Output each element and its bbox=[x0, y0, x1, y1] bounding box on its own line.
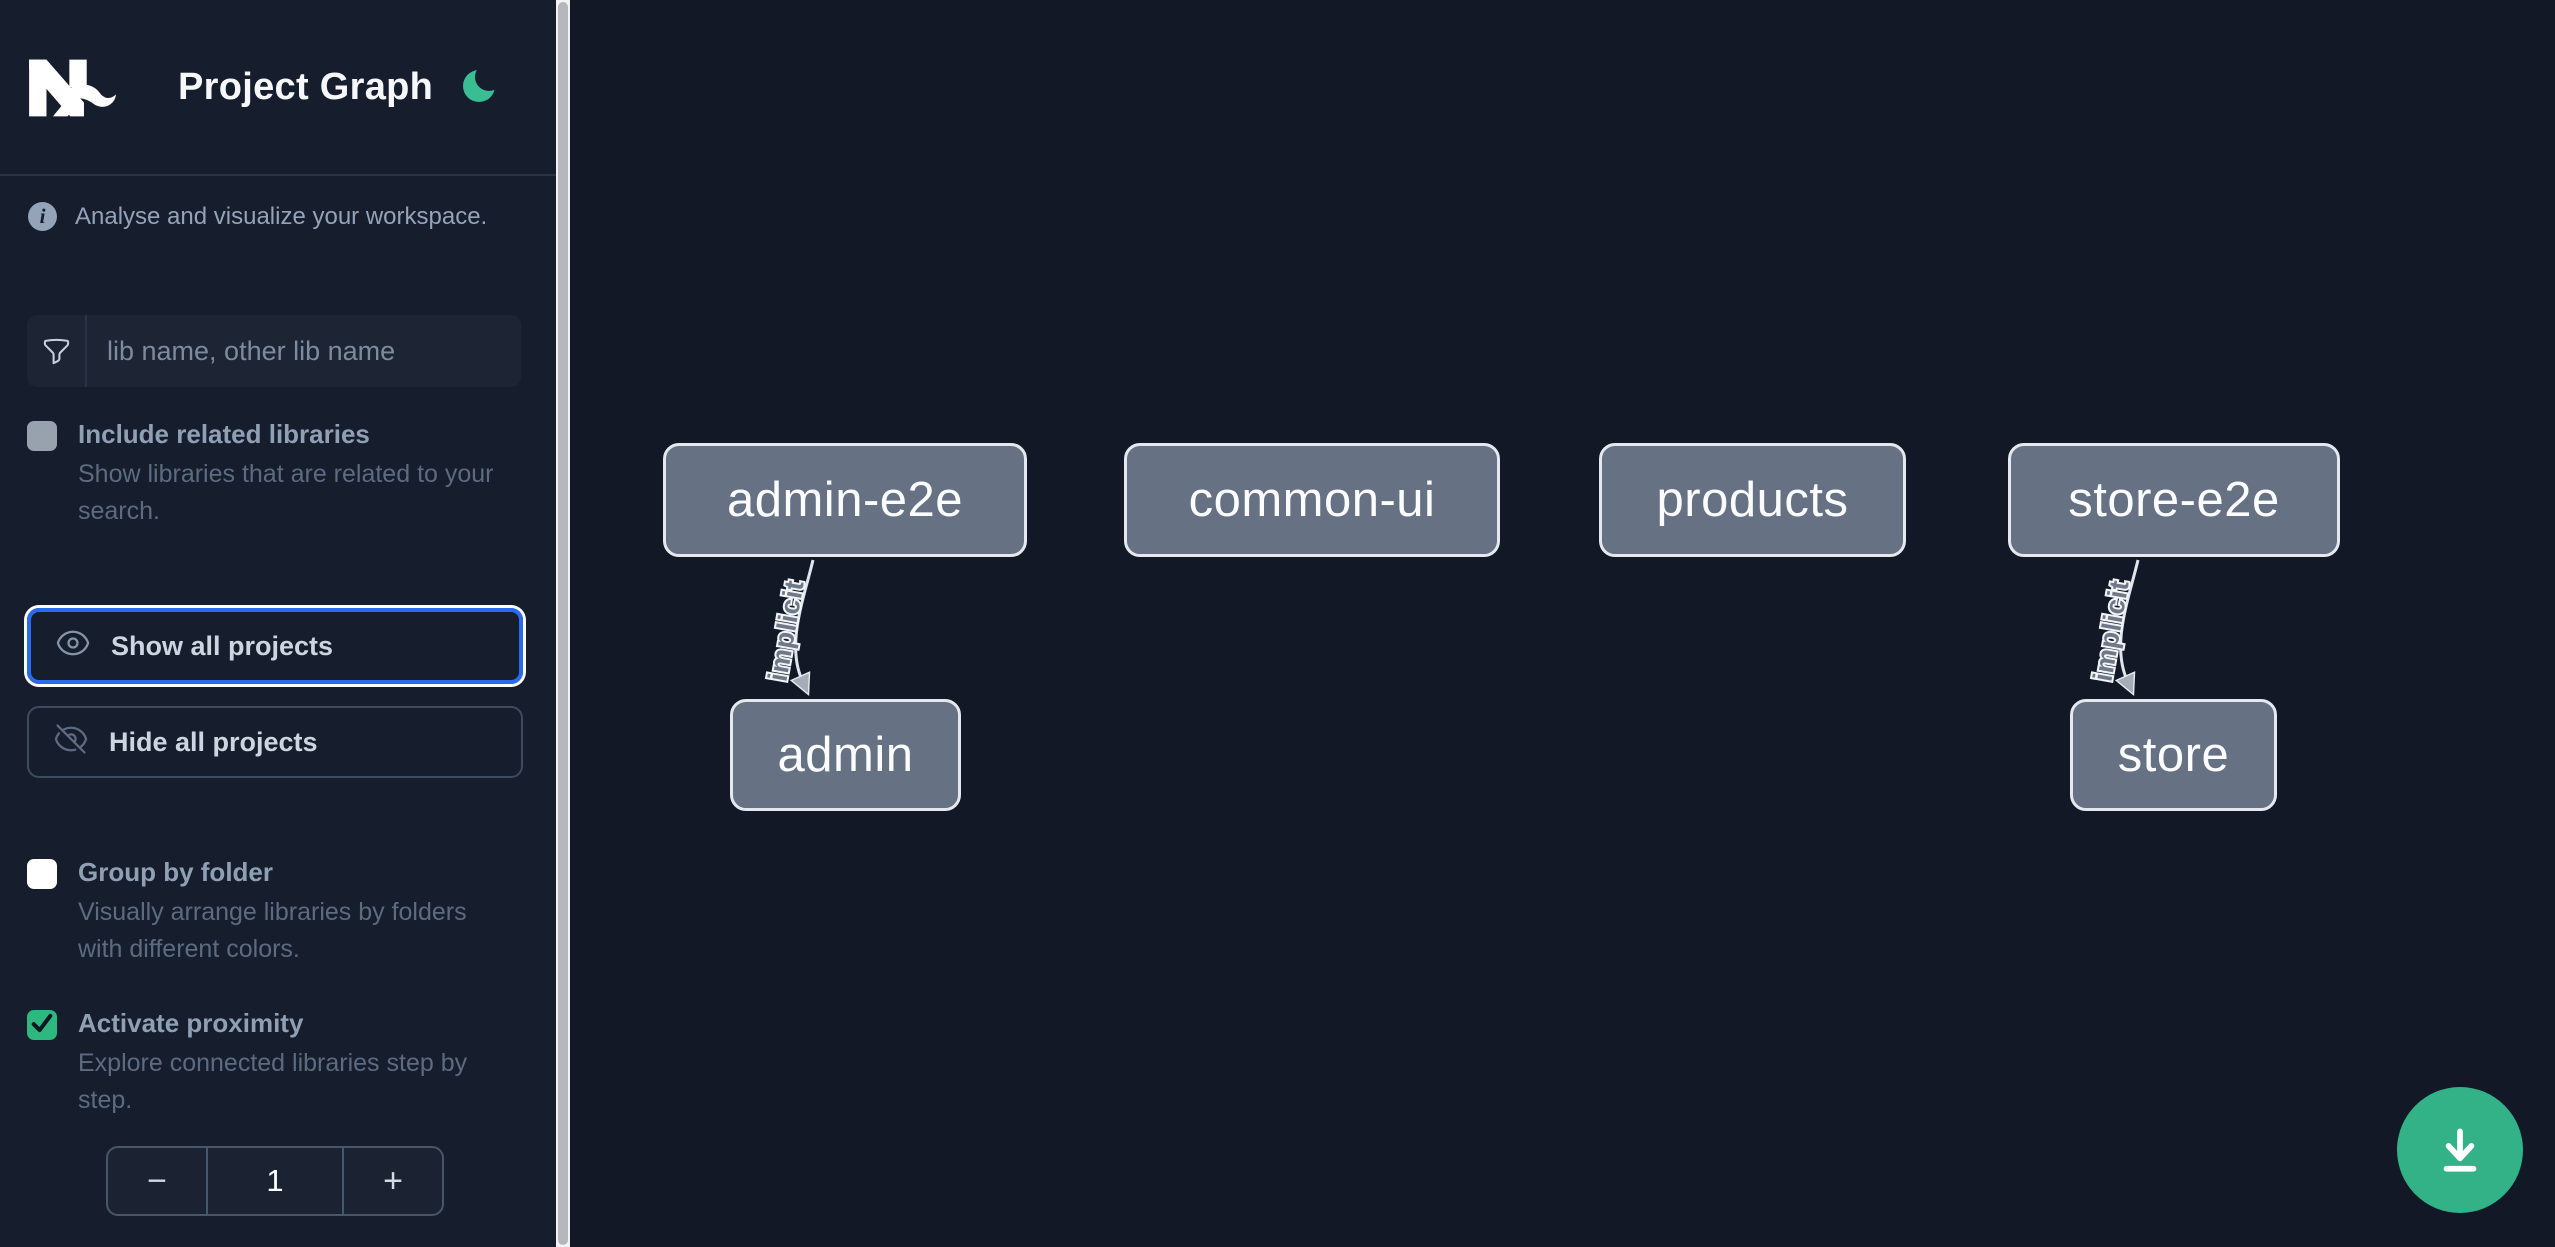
hide-all-projects-label: Hide all projects bbox=[109, 726, 318, 757]
edge-store-e2e-to-store bbox=[2114, 559, 2140, 697]
eye-slash-icon bbox=[53, 721, 89, 764]
funnel-icon bbox=[27, 315, 87, 387]
graph-node-products[interactable]: products bbox=[1599, 443, 1906, 557]
scrollbar-thumb[interactable] bbox=[558, 2, 568, 1245]
graph-node-store-e2e[interactable]: store-e2e bbox=[2008, 443, 2340, 557]
group-by-folder-checkbox[interactable] bbox=[27, 859, 57, 889]
graph-canvas[interactable]: implicit implicit admin-e2e common-ui pr… bbox=[570, 0, 2555, 1247]
graph-node-common-ui[interactable]: common-ui bbox=[1124, 443, 1500, 557]
tagline-text: Analyse and visualize your workspace. bbox=[75, 202, 488, 230]
search-box bbox=[27, 315, 521, 387]
hide-all-projects-button[interactable]: Hide all projects bbox=[27, 706, 523, 778]
show-all-projects-button[interactable]: Show all projects bbox=[27, 608, 523, 684]
option-include-related: Include related libraries Show libraries… bbox=[27, 416, 528, 530]
sidebar-scrollbar[interactable] bbox=[556, 0, 570, 1247]
option-label[interactable]: Include related libraries bbox=[78, 419, 370, 449]
info-icon: i bbox=[28, 202, 57, 231]
moon-icon bbox=[459, 69, 503, 110]
graph-node-admin-e2e[interactable]: admin-e2e bbox=[663, 443, 1027, 557]
nx-logo-icon[interactable] bbox=[26, 56, 120, 120]
eye-icon bbox=[55, 625, 91, 668]
option-group-by-folder: Group by folder Visually arrange librari… bbox=[27, 854, 476, 968]
option-label[interactable]: Group by folder bbox=[78, 857, 273, 887]
graph-node-store[interactable]: store bbox=[2070, 699, 2277, 811]
include-related-checkbox[interactable] bbox=[27, 421, 57, 451]
download-icon bbox=[2433, 1122, 2487, 1179]
option-activate-proximity: Activate proximity Explore connected lib… bbox=[27, 1005, 506, 1119]
option-label[interactable]: Activate proximity bbox=[78, 1008, 304, 1038]
theme-toggle-button[interactable] bbox=[455, 60, 507, 112]
option-description: Show libraries that are related to your … bbox=[78, 460, 494, 525]
activate-proximity-checkbox[interactable] bbox=[27, 1010, 57, 1040]
show-all-projects-label: Show all projects bbox=[111, 630, 334, 661]
check-icon bbox=[29, 1010, 55, 1041]
edge-admin-e2e-to-admin bbox=[789, 559, 815, 697]
filter-input[interactable] bbox=[87, 315, 521, 387]
edge-label-implicit: implicit bbox=[2087, 577, 2134, 683]
option-description: Explore connected libraries step by step… bbox=[78, 1049, 468, 1114]
graph-node-admin[interactable]: admin bbox=[730, 699, 961, 811]
option-description: Visually arrange libraries by folders wi… bbox=[78, 898, 467, 963]
page-title: Project Graph bbox=[178, 66, 434, 108]
proximity-depth-stepper: − 1 + bbox=[106, 1146, 444, 1216]
graph-edges: implicit implicit bbox=[760, 559, 2140, 697]
decrement-button[interactable]: − bbox=[108, 1148, 206, 1214]
workspace-info-row: i Analyse and visualize your workspace. bbox=[28, 202, 487, 231]
edge-label-implicit: implicit bbox=[762, 577, 809, 683]
increment-button[interactable]: + bbox=[344, 1148, 442, 1214]
depth-value: 1 bbox=[206, 1148, 344, 1214]
download-image-button[interactable] bbox=[2397, 1087, 2523, 1213]
sidebar-header: Project Graph bbox=[0, 0, 556, 176]
sidebar: Project Graph i Anal bbox=[0, 0, 556, 1247]
